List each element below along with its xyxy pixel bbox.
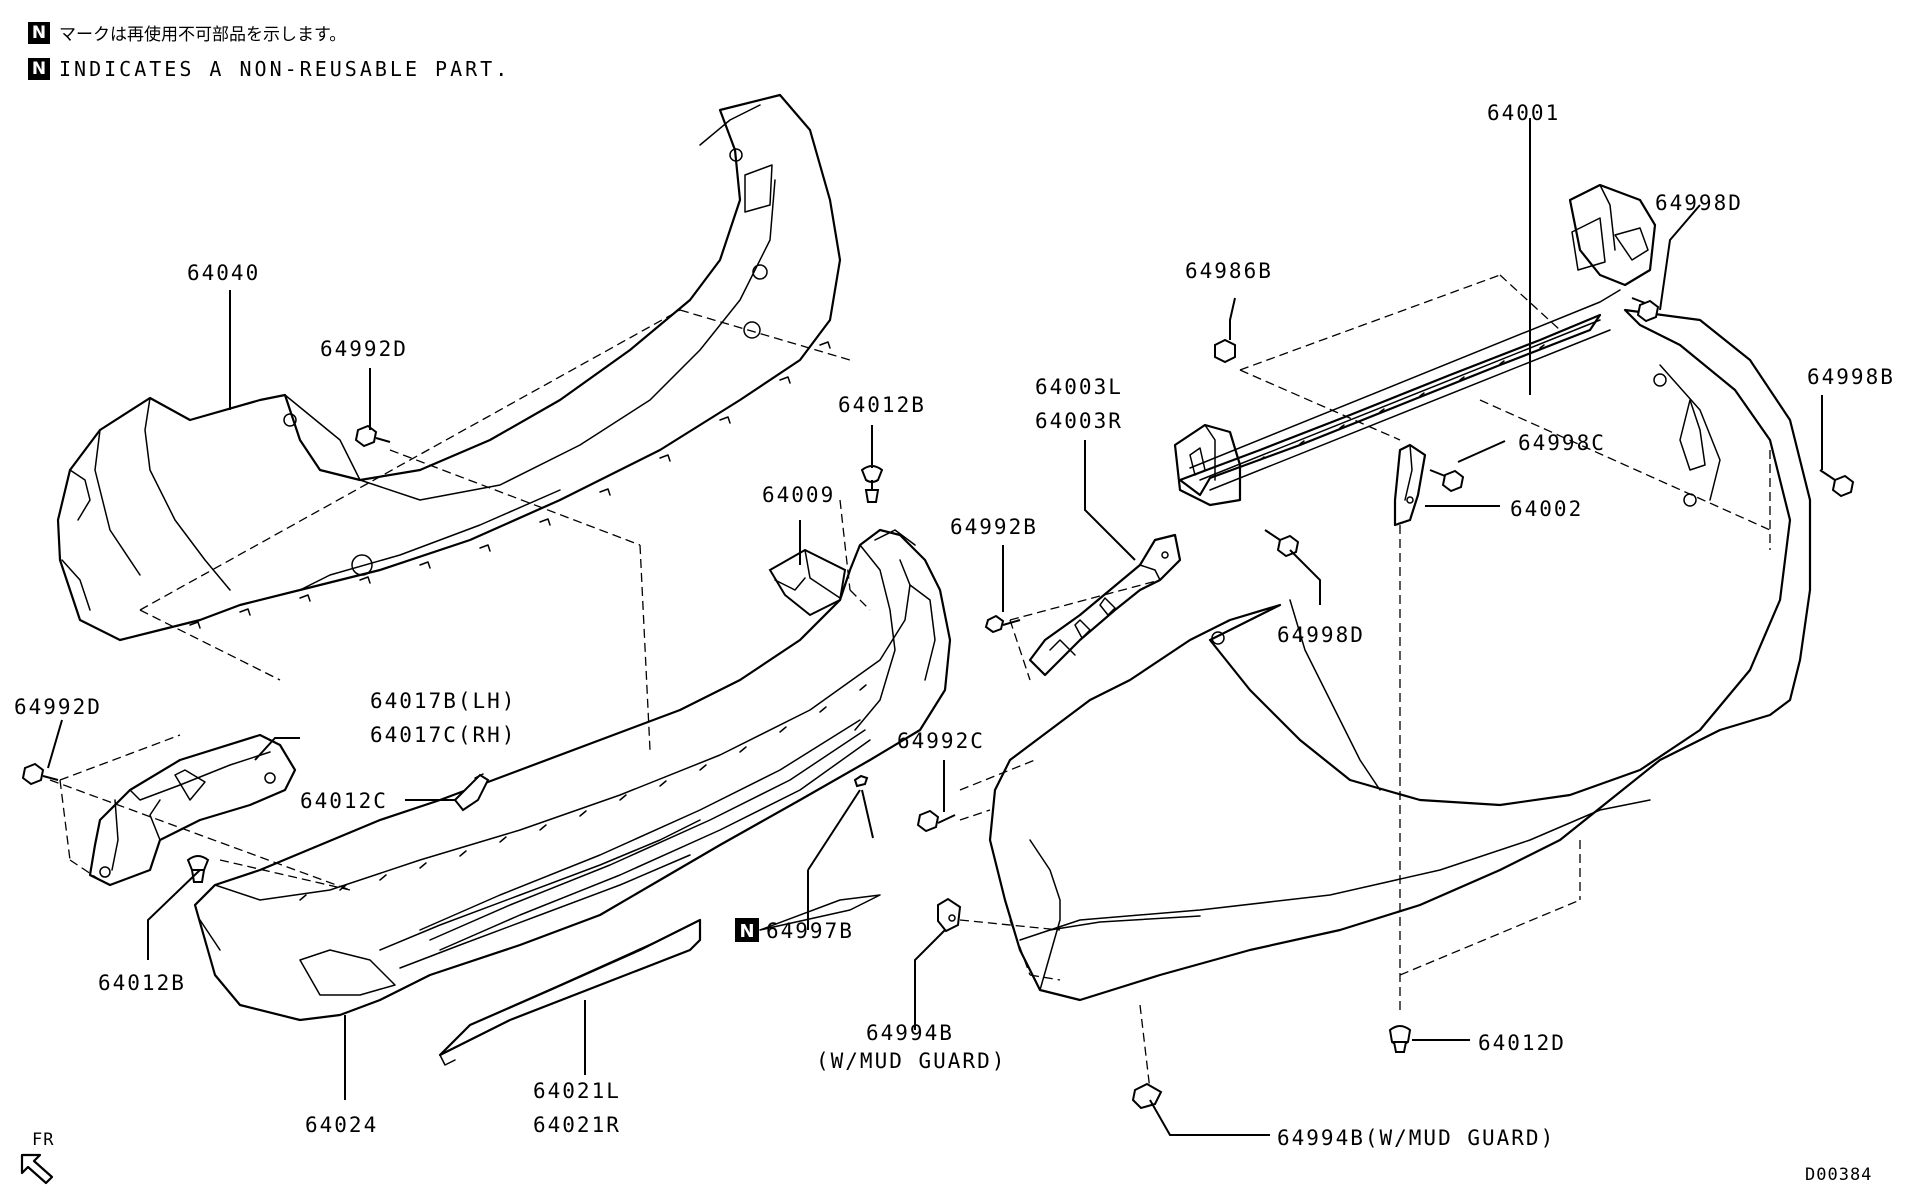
note-japanese-text: マークは再使用不可部品を示します。 bbox=[59, 25, 347, 45]
label-64009: 64009 bbox=[762, 483, 835, 507]
label-64012C: 64012C bbox=[300, 789, 388, 813]
label-64992B: 64992B bbox=[950, 515, 1038, 539]
part-64002-bracket bbox=[1393, 443, 1427, 527]
label-64997B: 64997B bbox=[766, 919, 854, 943]
bolt-64998D-top bbox=[1631, 297, 1660, 323]
label-64998D-top: 64998D bbox=[1655, 191, 1743, 215]
bolt-64992C bbox=[916, 809, 956, 833]
part-64001-reinforcement bbox=[1173, 183, 1657, 507]
bolt-64998D-mid bbox=[1264, 529, 1300, 558]
label-64021R: 64021R bbox=[533, 1113, 621, 1137]
bolt-64992D-top bbox=[354, 424, 391, 448]
clip-64994B-bottom bbox=[1131, 1082, 1163, 1110]
drawing-code: D00384 bbox=[1805, 1165, 1872, 1185]
label-64992D-top: 64992D bbox=[320, 337, 408, 361]
label-64040: 64040 bbox=[187, 261, 260, 285]
part-64003-bracket bbox=[1028, 533, 1182, 677]
label-64994B-mid-note: (W/MUD GUARD) bbox=[816, 1049, 1006, 1073]
label-64017B: 64017B(LH) bbox=[370, 689, 516, 713]
label-64012B-top: 64012B bbox=[838, 393, 926, 417]
label-64998D-mid: 64998D bbox=[1277, 623, 1365, 647]
clip-64012D bbox=[1388, 1025, 1412, 1053]
label-64998C: 64998C bbox=[1518, 431, 1606, 455]
label-64994B-mid: 64994B bbox=[866, 1021, 954, 1045]
note-english: N INDICATES A NON-REUSABLE PART. bbox=[28, 57, 510, 81]
front-label: FR bbox=[32, 1130, 54, 1150]
non-reusable-badge-icon: N bbox=[28, 21, 50, 44]
part-labels: 64040 64992D 64992D 64017B(LH) 64017C(RH… bbox=[14, 101, 1895, 1185]
part-64021-garnish bbox=[438, 918, 702, 1066]
label-64998B: 64998B bbox=[1807, 365, 1895, 389]
label-64992D-left: 64992D bbox=[14, 695, 102, 719]
label-64017C: 64017C(RH) bbox=[370, 723, 516, 747]
part-64024-lower-bumper bbox=[193, 528, 952, 1022]
leader-lines bbox=[47, 118, 1823, 1136]
label-64992C: 64992C bbox=[897, 729, 985, 753]
fasteners bbox=[21, 297, 1855, 1110]
label-64002: 64002 bbox=[1510, 497, 1583, 521]
label-64003L: 64003L bbox=[1035, 375, 1123, 399]
bolt-64998B bbox=[1819, 469, 1855, 498]
clip-64012B-top bbox=[860, 465, 884, 503]
rivet-64997B bbox=[853, 774, 874, 839]
non-reusable-badge-icon: N bbox=[28, 58, 50, 80]
note-japanese: N マークは再使用不可部品を示します。 bbox=[28, 20, 346, 45]
bracket-64009 bbox=[768, 548, 847, 617]
bolt-64992D-left bbox=[21, 762, 59, 786]
bolt-64998C bbox=[1429, 469, 1465, 493]
label-64012D: 64012D bbox=[1478, 1031, 1566, 1055]
nut-64986B bbox=[1214, 338, 1236, 364]
reference-lines bbox=[49, 274, 1771, 1091]
clip-64994B-mid bbox=[937, 897, 962, 933]
label-64024: 64024 bbox=[305, 1113, 378, 1137]
bolt-64992B bbox=[984, 614, 1021, 634]
front-arrow-indicator: FR bbox=[20, 1130, 54, 1185]
front-arrow-icon bbox=[20, 1153, 54, 1185]
non-reusable-badge-icon bbox=[735, 918, 759, 942]
part-64040-upper-fascia bbox=[56, 93, 842, 642]
label-64994B-bottom: 64994B(W/MUD GUARD) bbox=[1277, 1126, 1555, 1150]
label-64021L: 64021L bbox=[533, 1079, 621, 1103]
label-64986B: 64986B bbox=[1185, 259, 1273, 283]
clip-64012C bbox=[453, 773, 490, 812]
label-64012B-left: 64012B bbox=[98, 971, 186, 995]
label-64001: 64001 bbox=[1487, 101, 1560, 125]
clip-64012B-left bbox=[186, 855, 210, 883]
note-english-text: INDICATES A NON-REUSABLE PART. bbox=[59, 57, 511, 81]
label-64003R: 64003R bbox=[1035, 409, 1123, 433]
badge-letter: N bbox=[739, 921, 754, 942]
